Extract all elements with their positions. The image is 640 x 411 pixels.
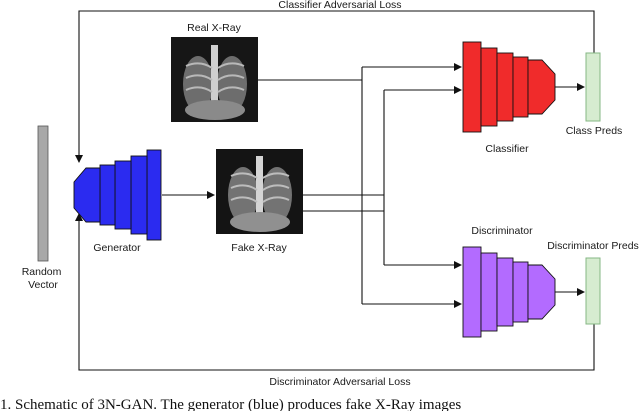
fake-xray-label: Fake X-Ray	[231, 242, 287, 254]
generator-network	[73, 149, 162, 241]
discriminator-network	[462, 246, 556, 338]
discriminator-loss-loop	[75, 213, 595, 371]
data-flow-edges	[258, 63, 462, 308]
generator-label: Generator	[93, 242, 141, 254]
fake-xray-image	[216, 149, 303, 234]
random-vector-bar	[37, 125, 49, 262]
discriminator-preds-bar	[585, 257, 601, 325]
classifier-loss-label: Classifier Adversarial Loss	[278, 0, 401, 11]
classifier-loss-loop	[75, 10, 595, 163]
class-preds-bar	[585, 52, 601, 122]
discriminator-loss-label: Discriminator Adversarial Loss	[269, 376, 410, 388]
real-xray-label: Real X-Ray	[187, 22, 241, 34]
real-xray-image	[171, 37, 258, 122]
random-vector-label: Random Vector	[22, 266, 65, 291]
discriminator-label: Discriminator	[471, 225, 533, 237]
figure-caption: 1. Schematic of 3N-GAN. The generator (b…	[0, 397, 461, 411]
classifier-network	[462, 41, 556, 133]
class-preds-label: Class Preds	[566, 125, 623, 137]
discriminator-preds-label: Discriminator Preds	[547, 240, 639, 252]
classifier-label: Classifier	[485, 143, 529, 155]
